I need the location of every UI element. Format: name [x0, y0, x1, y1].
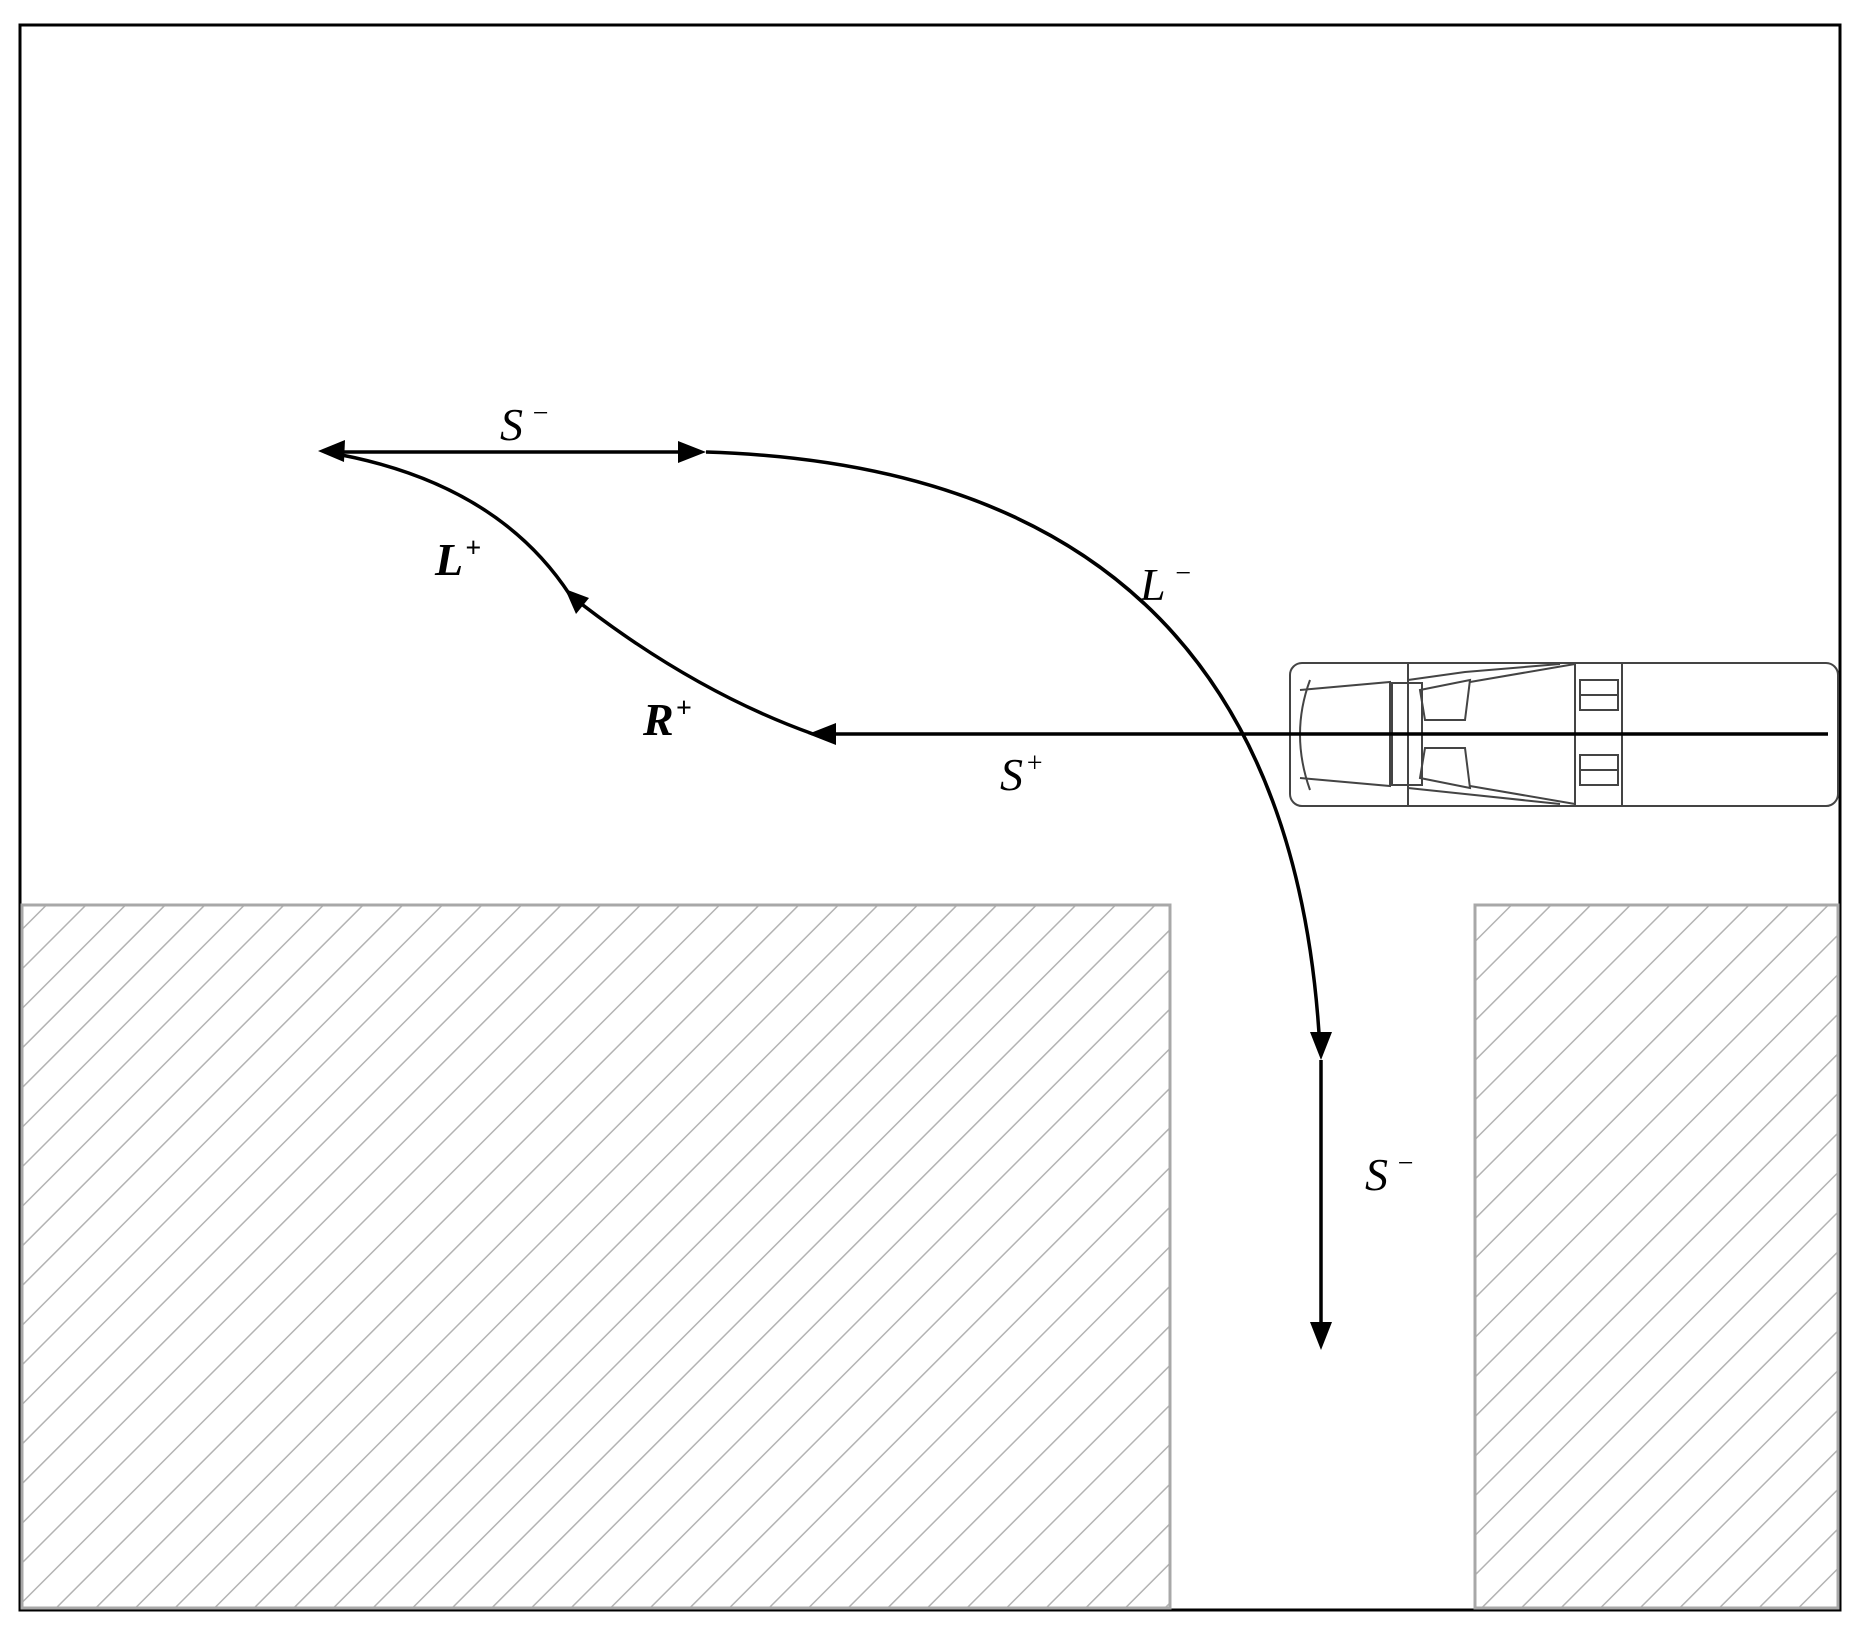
obstacle-left: [20, 903, 1172, 1610]
label-s-minus-bottom: S−: [1365, 1148, 1415, 1200]
label-s-plus: S+: [1000, 748, 1044, 800]
arrowhead-icon: [565, 589, 589, 614]
label-l-plus: L+: [434, 533, 481, 585]
arrowhead-icon: [1310, 1322, 1332, 1350]
label-l-minus: L−: [1139, 558, 1193, 610]
segment-r-plus: [568, 593, 814, 736]
path-segments: [318, 440, 1828, 1350]
obstacle-right: [1473, 903, 1840, 1610]
arrowhead-icon: [808, 723, 836, 745]
segment-l-plus: [324, 450, 572, 596]
label-r-plus: R+: [642, 693, 692, 745]
arrowhead-icon: [1310, 1032, 1332, 1060]
label-s-minus-top: S−: [500, 398, 550, 450]
segment-l-minus: [705, 450, 1322, 1051]
arrowhead-icon: [678, 441, 706, 463]
